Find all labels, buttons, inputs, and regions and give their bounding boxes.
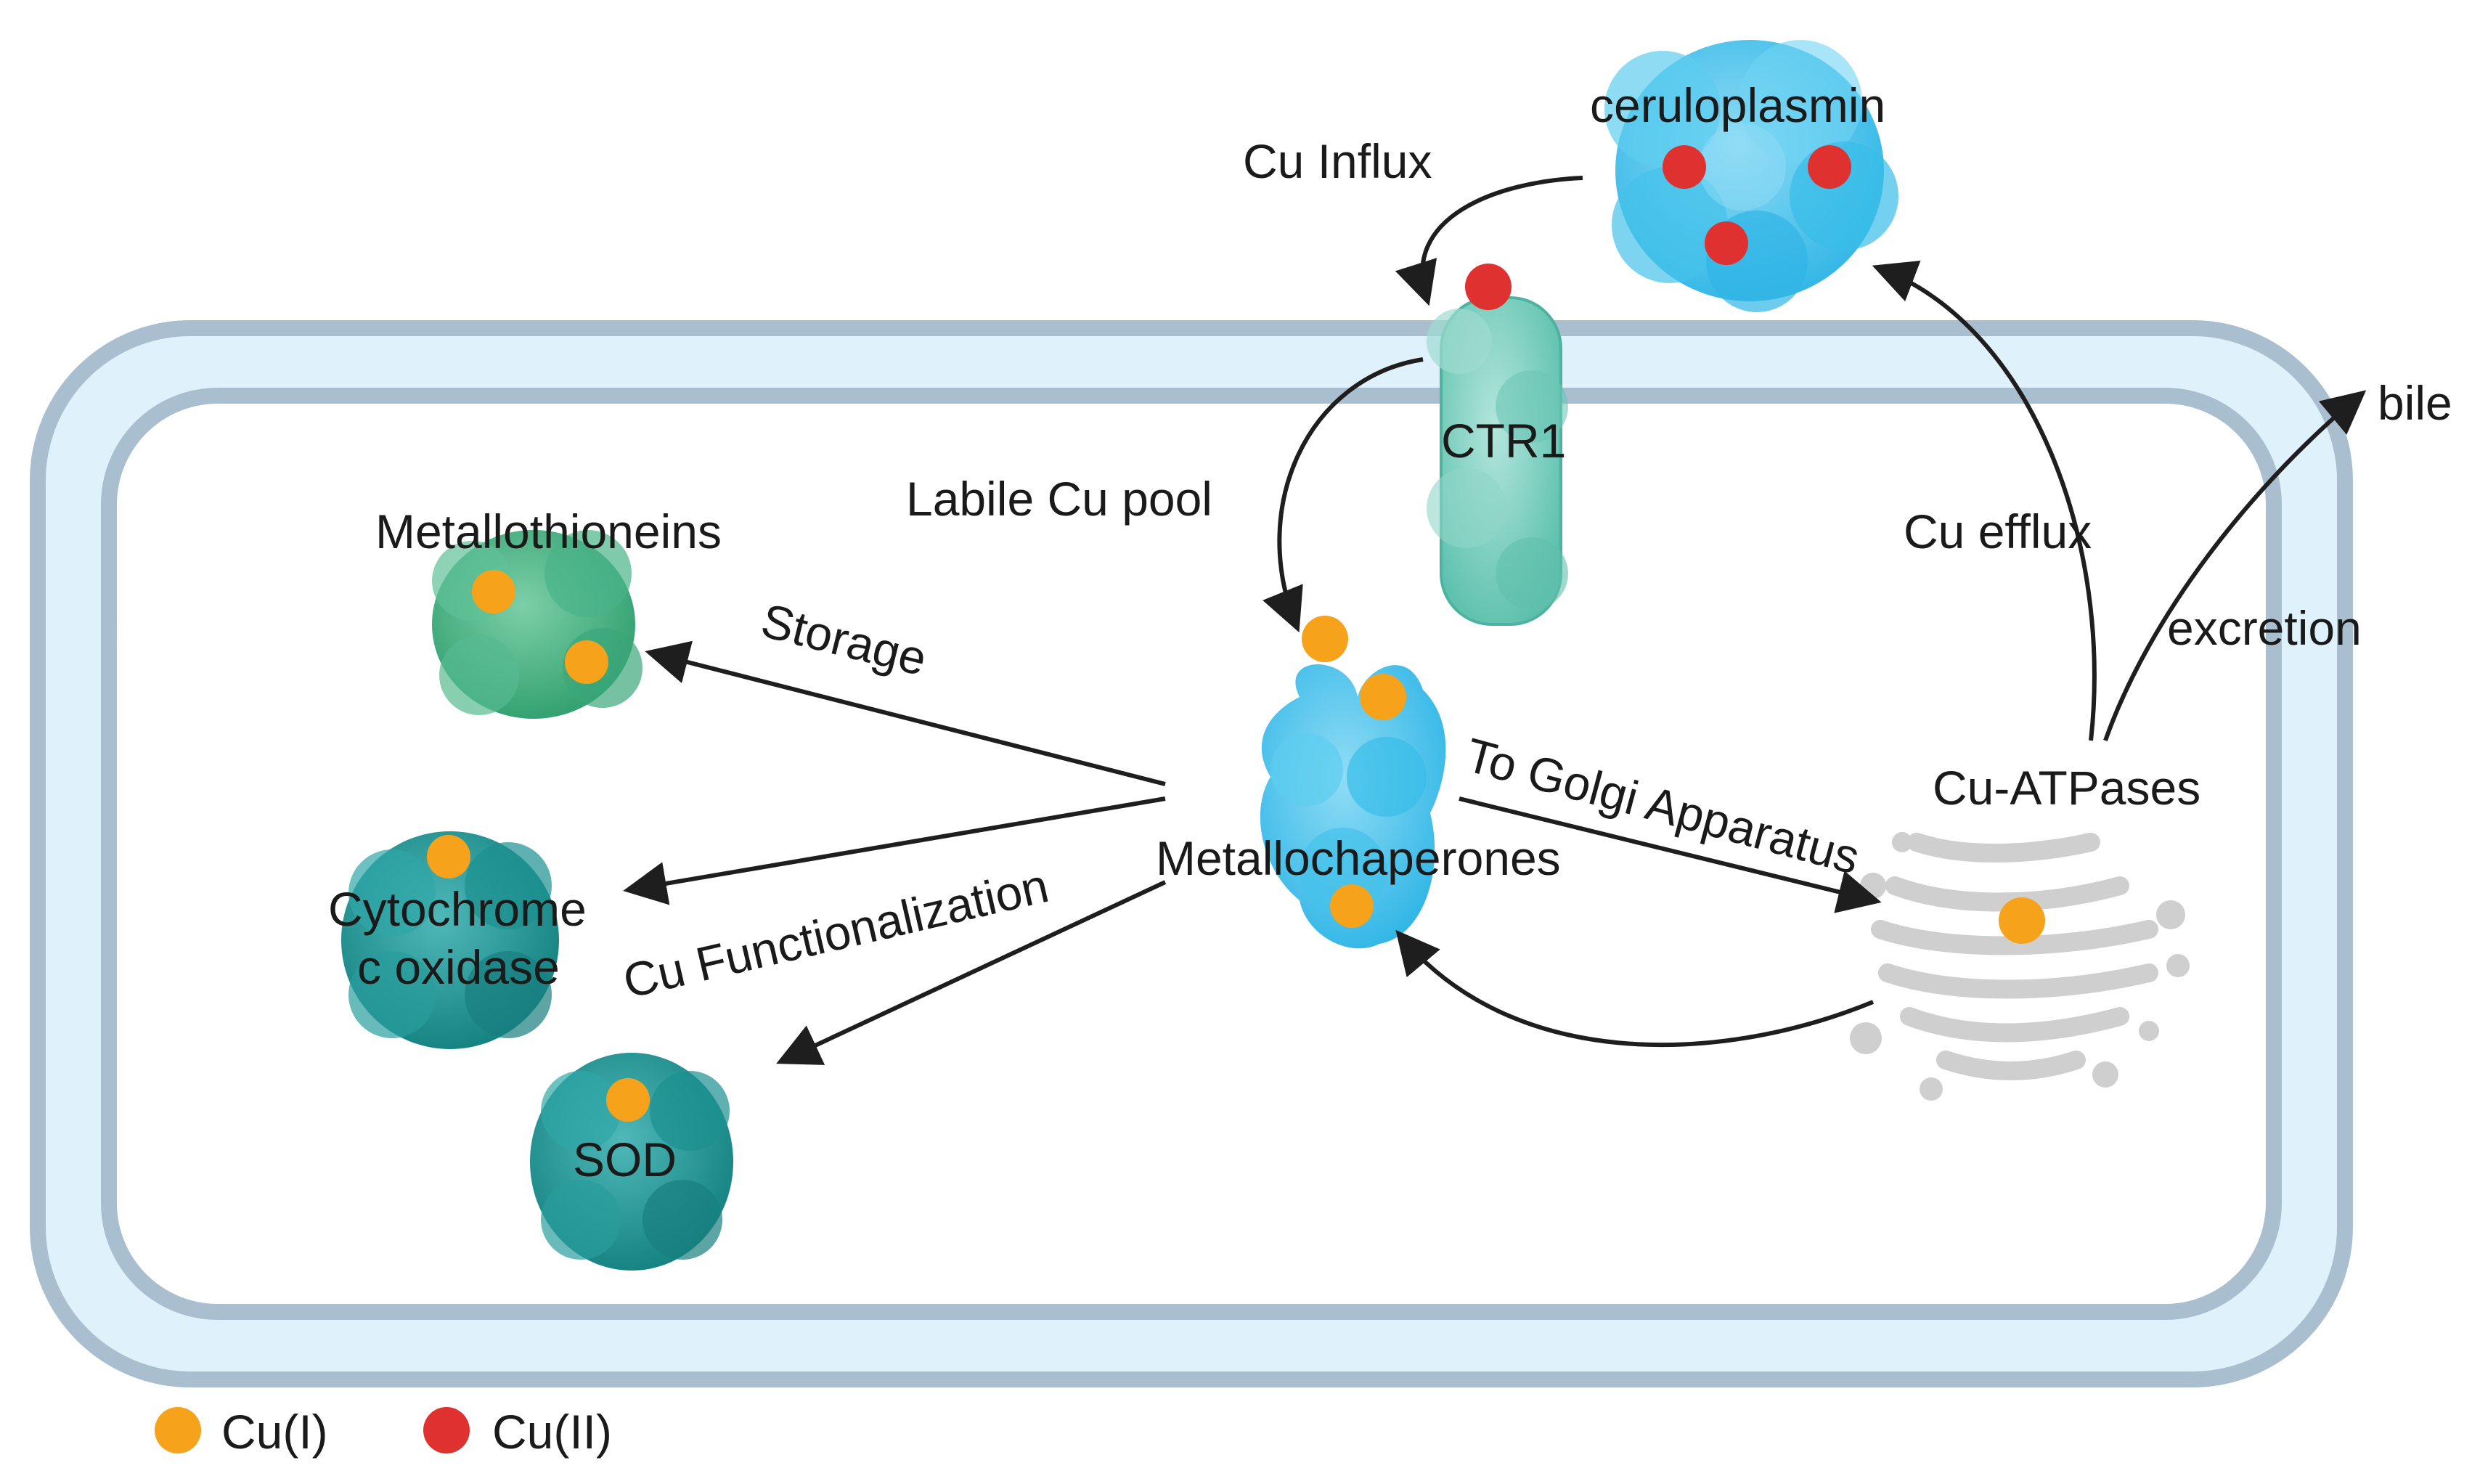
cu-atpases-label: Cu-ATPases: [1933, 761, 2200, 815]
metallothioneins-protein: [432, 530, 643, 719]
ceruloplasmin-label: ceruloplasmin: [1590, 78, 1885, 132]
cu-i-ion: [1360, 674, 1406, 720]
legend-cu-ii-swatch: [423, 1407, 470, 1454]
cytochrome-label-line2: c oxidase: [357, 940, 560, 994]
storage-arrow: [645, 640, 1166, 786]
legend-cu-i-label: Cu(I): [221, 1405, 328, 1459]
cu-i-ion: [565, 640, 608, 684]
cu-i-ion: [1330, 884, 1374, 928]
metallochaperones-protein: [1260, 616, 1446, 949]
to-golgi-arrow: [1459, 796, 1882, 913]
cu-influx-arrow: [1395, 176, 1583, 306]
cu-ii-ion: [1705, 221, 1748, 265]
legend-cu-ii-label: Cu(II): [492, 1405, 612, 1459]
cu-ii-ion: [1808, 145, 1851, 189]
cu-i-ion: [1999, 897, 2045, 944]
sod-protein: [530, 1053, 733, 1271]
labile-cu-pool-label: Labile Cu pool: [906, 472, 1212, 526]
cytochrome-label-line1: Cytochrome: [328, 882, 587, 936]
ctr1-transporter: [1427, 264, 1568, 626]
cu-i-ion: [1302, 616, 1348, 662]
cytochrome-arrow: [623, 796, 1166, 905]
metallochaperones-label: Metallochaperones: [1156, 831, 1561, 885]
cu-i-ion: [427, 835, 470, 878]
golgi-apparatus: [1850, 832, 2190, 1101]
legend-cu-i-swatch: [155, 1407, 201, 1454]
cu-influx-label: Cu Influx: [1243, 134, 1432, 188]
golgi-return-arrow: [1395, 929, 1875, 1048]
sod-label: SOD: [573, 1133, 677, 1186]
arrows: [623, 176, 2367, 1065]
cu-ii-ion: [1465, 264, 1512, 310]
metallothioneins-label: Metallothioneins: [375, 505, 722, 558]
sod-arrow: [776, 880, 1167, 1065]
labile-cu-pool-arrow: [1262, 357, 1424, 633]
bile-label: bile: [2378, 376, 2452, 430]
cu-ii-ion: [1663, 145, 1706, 189]
cu-i-ion: [606, 1078, 650, 1122]
cu-efflux-arrow: [1872, 261, 2097, 741]
ctr1-label: CTR1: [1441, 414, 1566, 468]
cytochrome-c-oxidase-protein: [341, 831, 559, 1049]
cu-i-ion: [472, 570, 515, 613]
legend: Cu(I) Cu(II): [155, 1405, 612, 1459]
excretion-label: excretion: [2167, 601, 2362, 655]
bile-excretion-arrow: [2103, 390, 2367, 741]
cu-efflux-label: Cu efflux: [1904, 505, 2092, 558]
ceruloplasmin-protein: [1604, 40, 1898, 312]
